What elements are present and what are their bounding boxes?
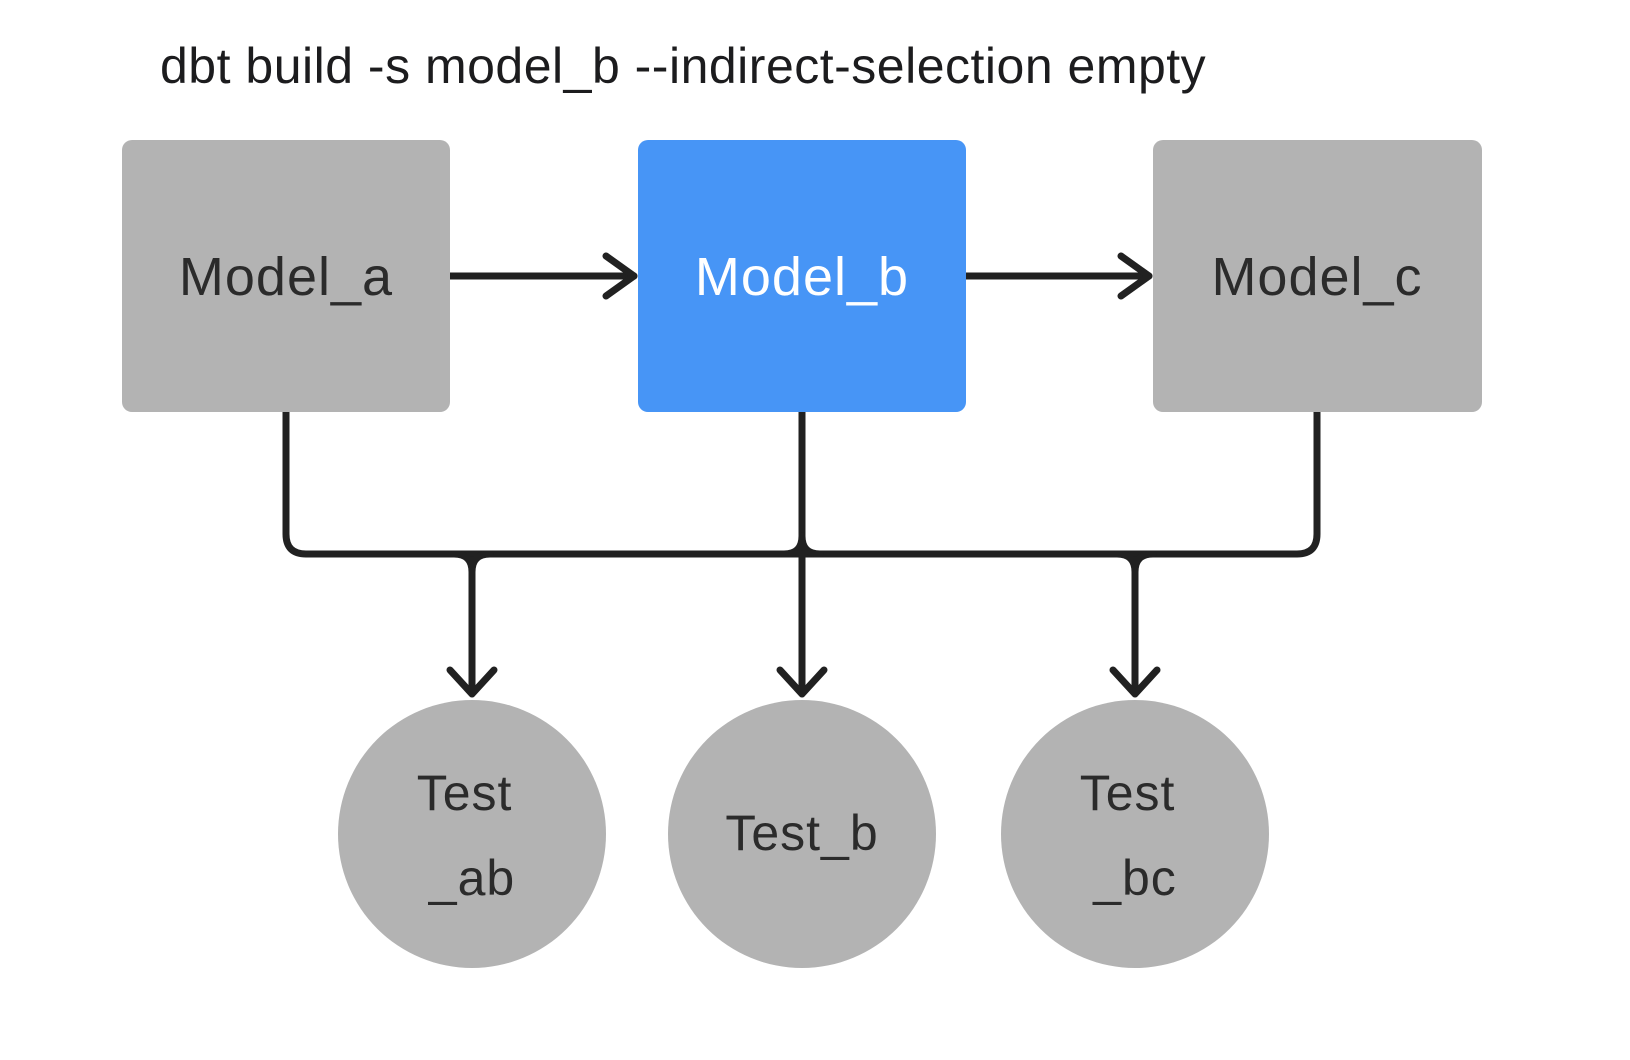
edge-bus-models-to-tests [282, 408, 1321, 698]
node-model-b-label: Model_b [695, 247, 909, 307]
edge-model-a-to-model-b [446, 252, 638, 300]
arrowhead-down-icon [776, 666, 828, 698]
node-model-c-label: Model_c [1211, 247, 1422, 307]
node-model-a-box [122, 140, 450, 412]
node-test-b: Test_b [668, 700, 936, 968]
node-test-bc-label-line2: _bc [1092, 850, 1177, 906]
node-test-ab-label-line2: _ab [428, 850, 515, 906]
node-test-ab: Test _ab [338, 700, 606, 968]
node-test-bc: Test _bc [1001, 700, 1269, 968]
edge-model-b-to-model-c [962, 252, 1153, 300]
node-test-ab-circle [338, 700, 606, 968]
node-model-b: Model_b [638, 140, 966, 412]
arrowhead-right-icon [602, 252, 638, 300]
node-test-ab-label-line1: Test [417, 765, 513, 821]
node-model-a: Model_a [122, 140, 450, 412]
node-model-b-box [638, 140, 966, 412]
node-test-ab-label: Test _ab [417, 765, 528, 906]
node-test-bc-label-line1: Test [1080, 765, 1176, 821]
arrowhead-down-icon [446, 666, 498, 698]
arrowhead-right-icon [1117, 252, 1153, 300]
diagram-title: dbt build -s model_b --indirect-selectio… [160, 38, 1206, 94]
edge-fillet [798, 532, 824, 558]
node-test-b-label: Test_b [725, 805, 878, 861]
node-model-c: Model_c [1153, 140, 1482, 412]
node-test-bc-circle [1001, 700, 1269, 968]
node-test-bc-label: Test _bc [1080, 765, 1191, 906]
node-test-b-circle [668, 700, 936, 968]
node-model-a-label: Model_a [179, 247, 393, 307]
arrowhead-down-icon [1109, 666, 1161, 698]
node-model-c-box [1153, 140, 1482, 412]
